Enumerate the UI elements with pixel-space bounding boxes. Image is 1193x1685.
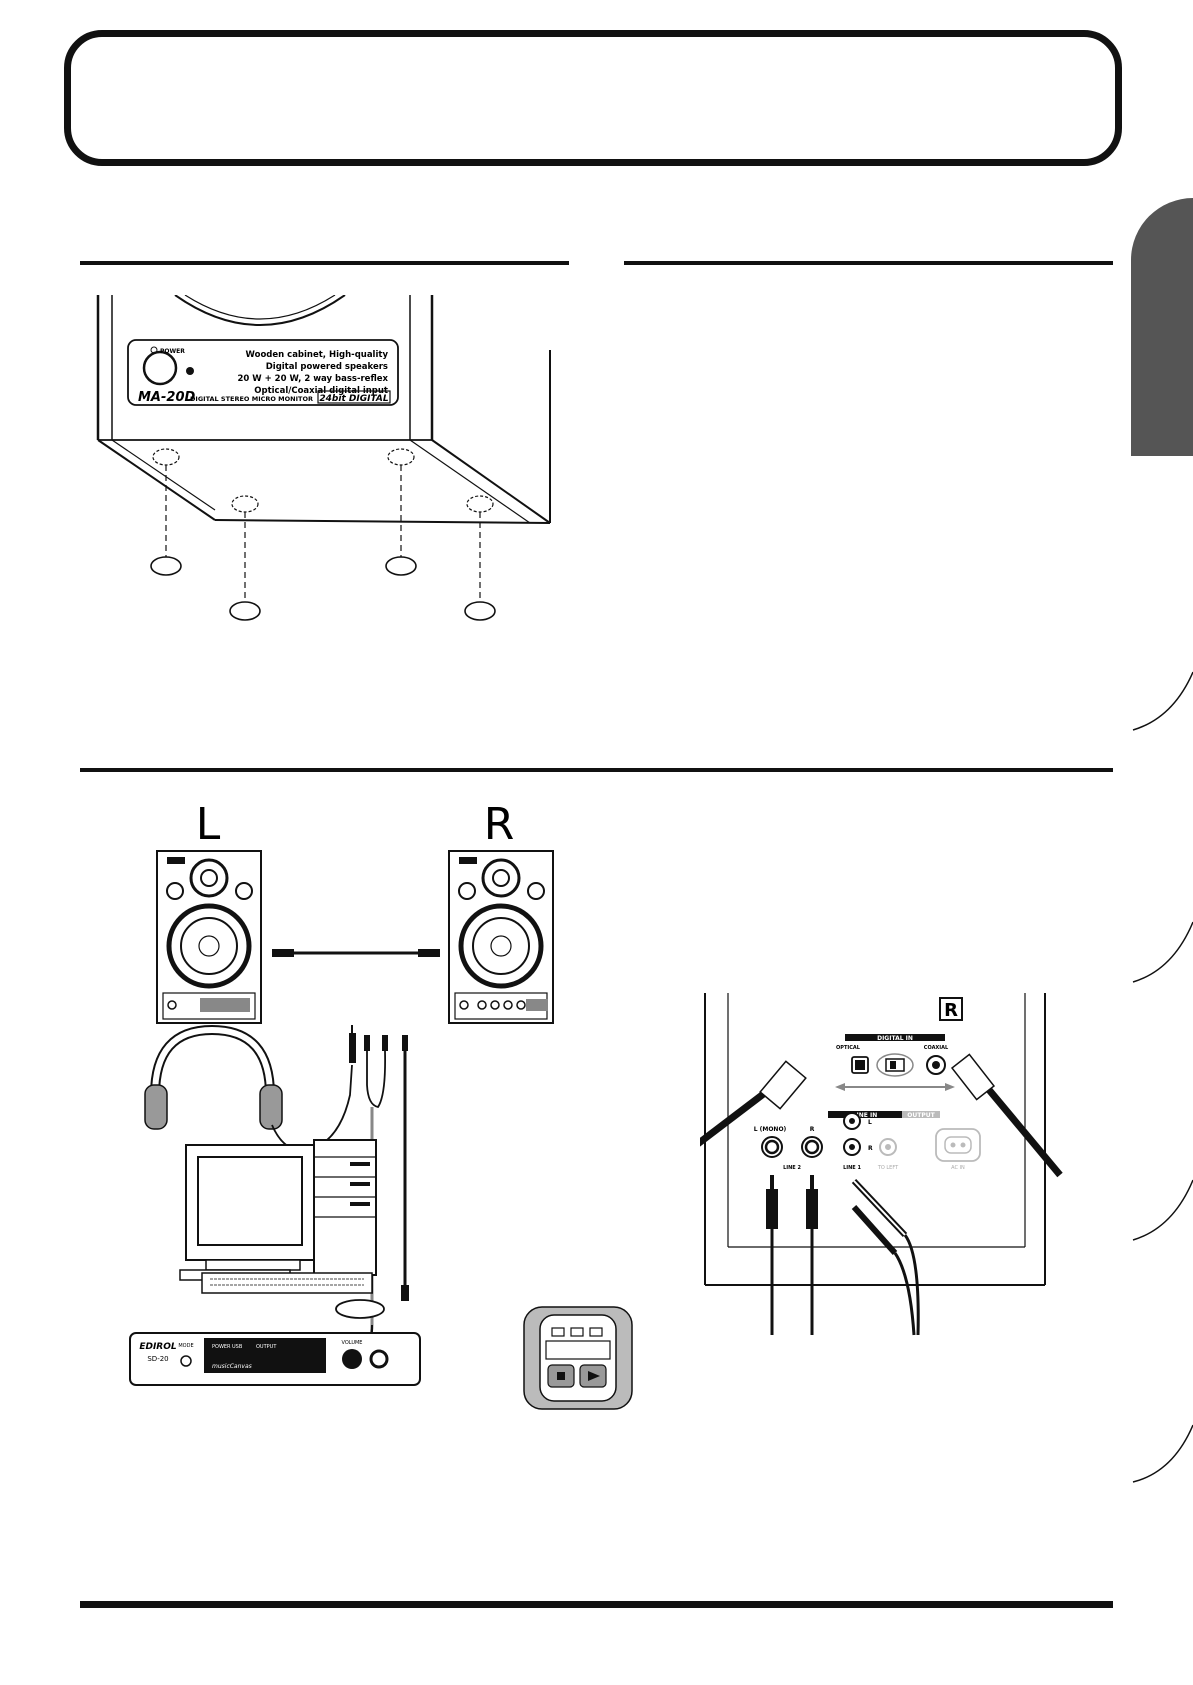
title-box	[64, 30, 1122, 166]
ac-inlet	[935, 1128, 981, 1162]
headphones	[144, 1024, 353, 1152]
foot-pad	[464, 601, 496, 621]
to-left-label: TO LEFT	[877, 1165, 899, 1171]
footer-rule	[80, 1601, 1113, 1608]
foot-pad	[229, 601, 261, 621]
coaxial-label: COAXIAL	[924, 1045, 949, 1051]
section-rule-middle	[80, 768, 1113, 772]
model-name: MA-20D	[138, 390, 195, 405]
digital-in-label: DIGITAL IN	[877, 1035, 913, 1042]
section-rule-left	[80, 261, 569, 265]
edge-arcs	[1132, 671, 1193, 1483]
digital-badge: 24bit DIGITAL	[319, 394, 388, 404]
foot-pad	[150, 556, 182, 576]
right-speaker-label: R	[484, 799, 515, 850]
phone-plug-left	[766, 1175, 778, 1335]
speaker-link-cable	[272, 949, 440, 957]
power-label: POWER	[160, 348, 185, 355]
section-rule-right	[624, 261, 1113, 265]
r2-label: R	[868, 1145, 873, 1152]
left-speaker-label: L	[196, 799, 221, 850]
optical-jack	[851, 1056, 869, 1074]
power-label-2: POWER	[212, 1344, 231, 1350]
rear-r-badge: R	[944, 1000, 958, 1021]
rear-panel-diagram: R DIGITAL IN OPTICAL COAXIAL LINE IN OUT…	[700, 993, 1063, 1336]
line2-label: LINE 2	[783, 1165, 801, 1171]
l-mono-label: L (MONO)	[754, 1126, 787, 1133]
output-label-rear: OUTPUT	[907, 1112, 935, 1119]
usb-label: USB	[232, 1344, 243, 1350]
foot-pad	[385, 556, 417, 576]
line2-r-jack	[801, 1136, 823, 1158]
volume-label: VOLUME	[342, 1340, 363, 1346]
spec-line-2: Digital powered speakers	[266, 362, 388, 372]
right-speaker	[448, 850, 554, 1024]
interface-brand: EDIROL	[139, 1342, 177, 1352]
to-left-jack	[879, 1138, 897, 1156]
side-tab	[1131, 198, 1193, 456]
coax-plug	[950, 1053, 1063, 1178]
interface-model: SD-20	[147, 1355, 168, 1363]
l-label: L	[868, 1119, 872, 1126]
digital-player	[523, 1306, 633, 1410]
computer	[179, 1139, 385, 1319]
line-in-label: LINE IN	[853, 1112, 878, 1119]
output-label: OUTPUT	[256, 1344, 277, 1350]
line1-r-jack	[843, 1138, 861, 1156]
coaxial-jack	[926, 1055, 946, 1075]
spec-line-3: 20 W + 20 W, 2 way bass-reflex	[237, 374, 388, 384]
mode-label: MODE	[178, 1343, 193, 1349]
speaker-feet-diagram: POWER Wooden cabinet, High-quality Digit…	[96, 295, 551, 621]
line2-l-jack	[761, 1136, 783, 1158]
input-select-switch[interactable]	[876, 1053, 914, 1077]
canvas-label: musicCanvas	[212, 1363, 252, 1370]
spec-line-1: Wooden cabinet, High-quality	[246, 350, 389, 360]
audio-interface: EDIROL SD-20 MODE POWER USB OUTPUT music…	[129, 1332, 421, 1386]
phone-plug-right	[806, 1175, 818, 1335]
left-speaker	[156, 850, 262, 1024]
optical-label: OPTICAL	[836, 1045, 861, 1051]
optical-plug	[700, 1060, 807, 1147]
rca-plugs	[851, 1178, 920, 1336]
connection-diagram: L R	[129, 799, 633, 1410]
ac-in-label: AC IN	[951, 1165, 965, 1171]
r-label: R	[810, 1126, 815, 1133]
line1-label: LINE 1	[843, 1165, 861, 1171]
line1-l-jack	[843, 1112, 861, 1130]
model-desc: DIGITAL STEREO MICRO MONITOR	[190, 395, 313, 403]
